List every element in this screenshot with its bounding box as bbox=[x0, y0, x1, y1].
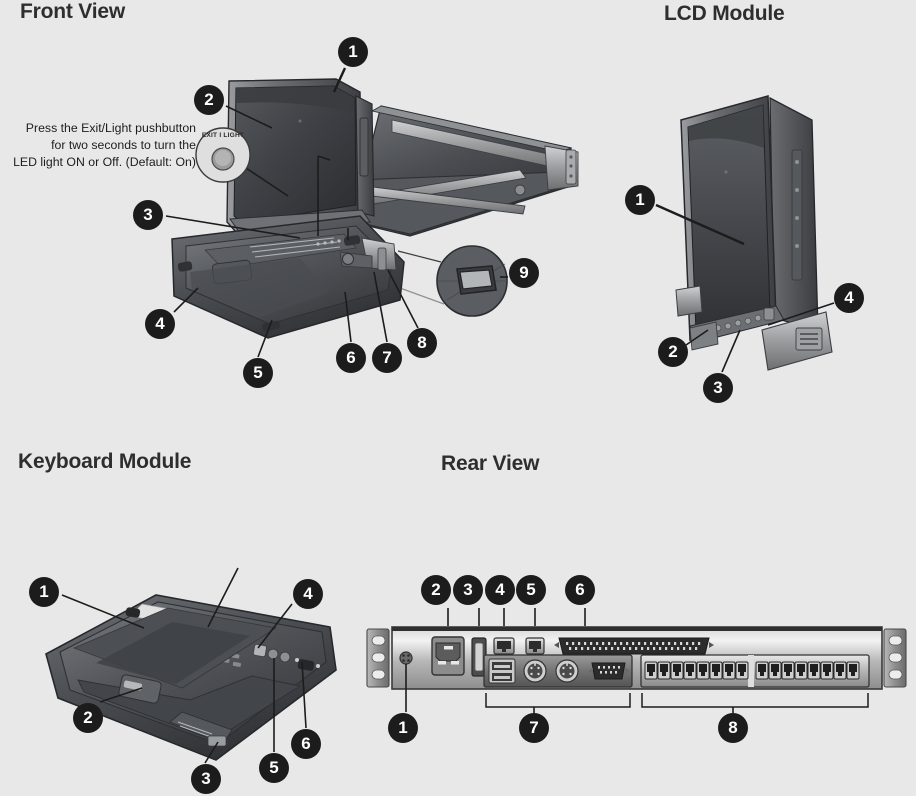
callout-badge-front-1: 1 bbox=[338, 37, 368, 67]
callout-badge-lcd-3: 3 bbox=[703, 373, 733, 403]
lcd-module-title: LCD Module bbox=[664, 2, 785, 25]
callout-badge-front-8: 8 bbox=[407, 328, 437, 358]
callout-badge-rear-3: 3 bbox=[453, 575, 483, 605]
callout-badge-lcd-1: 1 bbox=[625, 185, 655, 215]
exit-light-note: Press the Exit/Light pushbutton for two … bbox=[0, 120, 196, 171]
exit-light-note-line-1: Press the Exit/Light pushbutton bbox=[25, 121, 196, 135]
rj45-ports bbox=[644, 661, 860, 680]
callout-badge-front-3: 3 bbox=[133, 200, 163, 230]
callout-badge-front-6: 6 bbox=[336, 343, 366, 373]
callout-badge-keyboard-2: 2 bbox=[73, 703, 103, 733]
callout-badge-front-2: 2 bbox=[194, 85, 224, 115]
front-view-title: Front View bbox=[20, 0, 125, 23]
callout-badge-keyboard-4: 4 bbox=[293, 579, 323, 609]
callout-badge-front-5: 5 bbox=[243, 358, 273, 388]
callout-badge-keyboard-6: 6 bbox=[291, 729, 321, 759]
callout-badge-rear-6: 6 bbox=[565, 575, 595, 605]
exit-light-label: EXIT I LIGHT bbox=[201, 132, 245, 139]
keyboard-module-title: Keyboard Module bbox=[18, 450, 192, 473]
callout-badge-rear-7: 7 bbox=[519, 713, 549, 743]
callout-badge-rear-1: 1 bbox=[388, 713, 418, 743]
front-view-illustration bbox=[165, 67, 579, 358]
callout-badge-lcd-4: 4 bbox=[834, 283, 864, 313]
callout-badge-front-4: 4 bbox=[145, 309, 175, 339]
rear-view-title: Rear View bbox=[441, 452, 540, 475]
callout-badge-keyboard-1: 1 bbox=[29, 577, 59, 607]
exit-light-note-line-3: LED light ON or Off. (Default: On) bbox=[13, 155, 196, 169]
callout-badge-rear-2: 2 bbox=[421, 575, 451, 605]
callout-badge-front-7: 7 bbox=[372, 343, 402, 373]
callout-badge-keyboard-5: 5 bbox=[259, 753, 289, 783]
callout-badge-lcd-2: 2 bbox=[658, 337, 688, 367]
callout-badge-front-9: 9 bbox=[509, 258, 539, 288]
lcd-module-illustration bbox=[655, 95, 835, 373]
callout-badge-rear-8: 8 bbox=[718, 713, 748, 743]
callout-badge-keyboard-3: 3 bbox=[191, 764, 221, 794]
callout-badge-rear-4: 4 bbox=[485, 575, 515, 605]
exit-light-pushbutton-detail: EXIT I LIGHT bbox=[194, 126, 252, 184]
rear-view-illustration bbox=[366, 608, 907, 713]
exit-light-note-line-2: for two seconds to turn the bbox=[51, 138, 196, 152]
callout-badge-rear-5: 5 bbox=[516, 575, 546, 605]
